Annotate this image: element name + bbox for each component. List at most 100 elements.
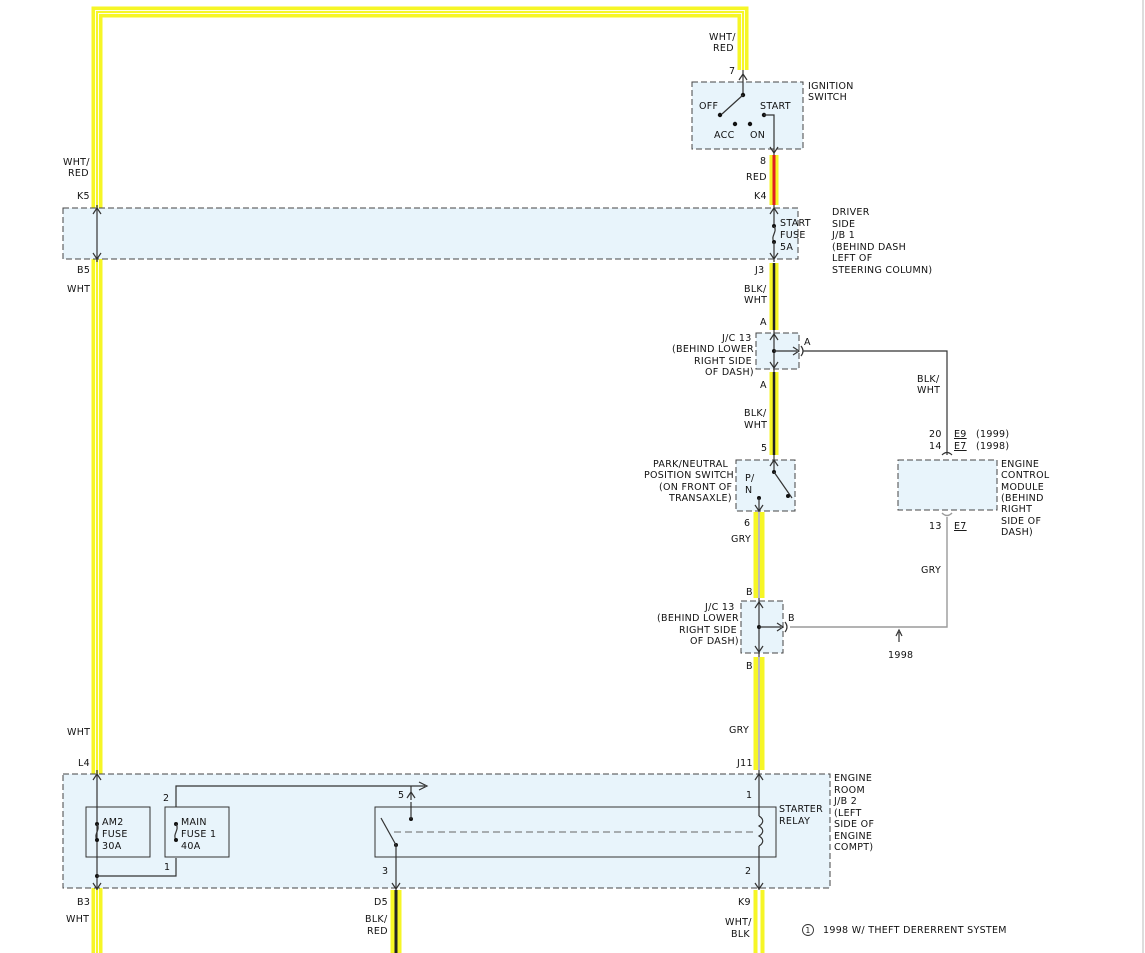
footnote-marker: 1: [806, 926, 811, 935]
jc13-top-label-3: RIGHT SIDE: [694, 356, 752, 367]
engine-jb-label-3: J/B 2: [833, 796, 857, 807]
starter-relay-box: [374, 806, 777, 858]
main-fuse-label-1: MAIN: [181, 817, 207, 828]
ecm-label-4: (BEHIND: [1001, 493, 1044, 504]
am2-fuse-box: [85, 806, 151, 858]
start-fuse-label-2: FUSE: [780, 230, 806, 241]
wire-label-wht-red-top-2: RED: [713, 43, 734, 54]
ignition-start-label: START: [760, 101, 791, 112]
relay-pin-2: 2: [745, 866, 751, 877]
main-fuse-box: [164, 806, 230, 858]
start-fuse-label-1: START: [780, 218, 811, 229]
main-fuse-label-3: 40A: [181, 841, 201, 852]
wire-label-blk-red-2: RED: [367, 926, 388, 937]
pn-switch-label-2: POSITION SWITCH: [644, 470, 734, 481]
connector-j3: J3: [754, 265, 764, 276]
engine-jb-label-6: ENGINE: [834, 831, 872, 842]
pn-switch-label-4: TRANSAXLE): [668, 493, 732, 504]
start-fuse-label-3: 5A: [780, 242, 793, 253]
wire-label-blk-wht-a-2: WHT: [744, 295, 767, 306]
wire-label-wht-bottom: WHT: [66, 914, 89, 925]
pn-switch-label-3: (ON FRONT OF: [659, 482, 732, 493]
driver-side-junction-block: START FUSE 5A DRIVER SIDE J/B 1 (BEHIND …: [62, 205, 932, 276]
ecm-pin-14: 14: [929, 441, 942, 452]
jc13-top-label-2: (BEHIND LOWER: [672, 344, 754, 355]
connector-j11: J11: [736, 758, 753, 769]
driver-jb-label-1: DRIVER: [832, 207, 870, 218]
wire-label-gry-2: GRY: [729, 725, 749, 736]
ecm-connector-e7: E7: [954, 441, 967, 452]
ecm-label-5: RIGHT: [1001, 504, 1032, 515]
wire-label-wht-blk-1: WHT/: [725, 917, 752, 928]
junction-connector-13-bottom: J/C 13 (BEHIND LOWER RIGHT SIDE OF DASH)…: [657, 598, 913, 661]
connector-b-right: B: [788, 613, 795, 624]
wire-label-wht-red-top-1: WHT/: [709, 32, 736, 43]
connector-pin-5: 5: [761, 443, 767, 454]
engine-room-junction-block: AM2 FUSE 30A MAIN FUSE 1 40A 2 1 5 1: [62, 770, 874, 891]
footnote-marker-circle: [802, 924, 814, 936]
ecm-label-7: DASH): [1001, 527, 1033, 538]
wire-label-blk-red-1: BLK/: [365, 914, 388, 925]
ignition-pin-in: 7: [729, 66, 735, 77]
main-fuse-label-2: FUSE 1: [181, 829, 216, 840]
footnote: 1 1998 W/ THEFT DERERRENT SYSTEM: [802, 924, 1007, 936]
main-fuse-pin-2: 2: [163, 793, 169, 804]
relay-pin-1: 1: [746, 790, 752, 801]
ignition-pin-out: 8: [760, 156, 766, 167]
wire-label-blk-wht-b-2: WHT: [744, 420, 767, 431]
connector-k5: K5: [77, 191, 90, 202]
wire-label-wht-red-left-2: RED: [68, 168, 89, 179]
driver-jb-label-3: J/B 1: [831, 230, 855, 241]
jc13-top-label-1: J/C 13: [721, 333, 752, 344]
junction-connector-13-top: J/C 13 (BEHIND LOWER RIGHT SIDE OF DASH): [672, 330, 948, 455]
engine-jb-label-1: ENGINE: [834, 773, 872, 784]
jc13-bottom-label-3: RIGHT SIDE: [679, 625, 737, 636]
ignition-on-label: ON: [750, 130, 765, 141]
jc13-bottom-label-2: (BEHIND LOWER: [657, 613, 739, 624]
ecm-label-6: SIDE OF: [1001, 516, 1041, 527]
connector-d5: D5: [374, 897, 388, 908]
main-fuse-pin-1: 1: [164, 862, 170, 873]
ecm-pin-13: 13: [929, 521, 942, 532]
ecm-connector-e9: E9: [954, 429, 967, 440]
ecm-pin-20: 20: [929, 429, 942, 440]
pn-inner-label-1: P/: [745, 473, 755, 484]
ecm-year-1998: (1998): [976, 441, 1009, 452]
starter-relay-label-2: RELAY: [779, 816, 810, 827]
wire-label-wht-blk-2: BLK: [731, 929, 750, 940]
ecm-label-2: CONTROL: [1001, 470, 1050, 481]
engine-jb-label-2: ROOM: [834, 785, 865, 796]
connector-k9: K9: [738, 897, 751, 908]
wire-label-wht-left-2: WHT: [67, 727, 90, 738]
footnote-text: 1998 W/ THEFT DERERRENT SYSTEM: [823, 925, 1007, 936]
wire-label-wht-red-left-1: WHT/: [63, 157, 90, 168]
jc13-bottom-label-1: J/C 13: [704, 602, 735, 613]
connector-b3: B3: [77, 897, 90, 908]
relay-pin-5: 5: [398, 790, 404, 801]
connector-a-bottom: A: [760, 380, 767, 391]
connector-a-top: A: [760, 317, 767, 328]
engine-jb-label-5: SIDE OF: [834, 819, 874, 830]
starter-relay-label-1: STARTER: [779, 804, 823, 815]
jc13-top-label-4: OF DASH): [705, 367, 754, 378]
note-1998: 1998: [888, 650, 913, 661]
am2-fuse-label-2: FUSE: [102, 829, 128, 840]
engine-jb-label-4: (LEFT: [834, 808, 862, 819]
connector-b-top: B: [746, 587, 753, 598]
wire-label-blk-wht-b-1: BLK/: [744, 408, 767, 419]
wire-label-gry-ecm: GRY: [921, 565, 941, 576]
ecm-label-1: ENGINE: [1001, 459, 1039, 470]
engine-jb-label-7: COMPT): [834, 842, 873, 853]
pn-inner-label-2: N: [745, 485, 752, 496]
ecm-year-1999: (1999): [976, 429, 1009, 440]
connector-pin-6: 6: [744, 518, 750, 529]
connector-a-right: A: [804, 337, 811, 348]
am2-fuse-label-1: AM2: [102, 817, 124, 828]
ecm-label-3: MODULE: [1001, 482, 1044, 493]
wire-label-wht-left-1: WHT: [67, 284, 90, 295]
park-neutral-switch: P/ N PARK/NEUTRAL POSITION SWITCH (ON FR…: [644, 455, 796, 513]
wire-label-red: RED: [746, 172, 767, 183]
am2-fuse-label-3: 30A: [102, 841, 122, 852]
jc13-bottom-label-4: OF DASH): [690, 636, 739, 647]
ignition-switch-title: IGNITION: [808, 81, 854, 92]
